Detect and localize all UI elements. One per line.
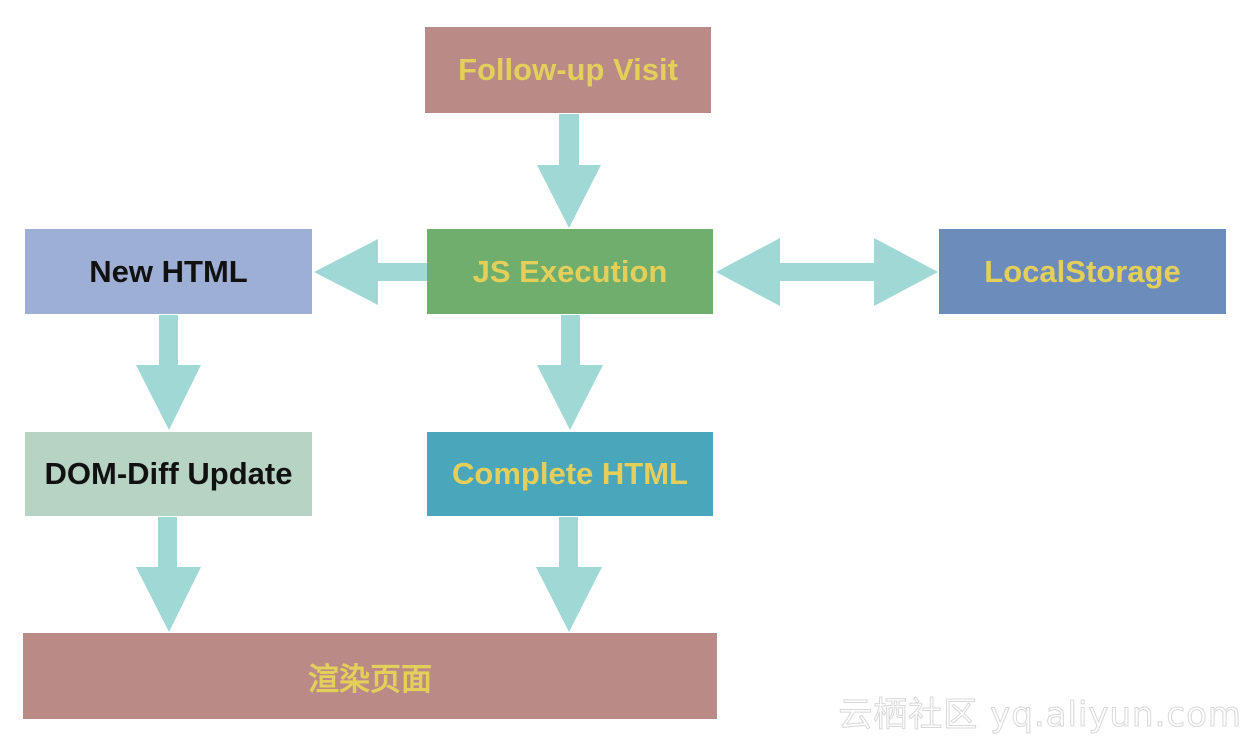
node-dom-diff-update: DOM-Diff Update [25,432,312,516]
arrow-dom-diff-to-render [136,517,201,632]
node-label: New HTML [89,253,248,289]
node-new-html: New HTML [25,229,312,314]
arrow-js-localstorage-bidirectional [716,238,938,306]
node-js-execution: JS Execution [427,229,713,314]
node-render-page: 渲染页面 [23,633,717,719]
watermark: 云栖社区 yq.aliyun.com [838,695,1242,736]
node-label: DOM-Diff Update [44,456,293,491]
node-label: 渲染页面 [308,661,432,697]
arrow-followup-to-js [537,114,601,228]
node-label: LocalStorage [984,253,1181,289]
arrow-new-html-to-dom-diff [136,315,201,430]
arrow-js-to-new-html [314,239,427,305]
node-label: JS Execution [472,253,668,289]
node-label: Follow-up Visit [458,52,678,87]
node-follow-up-visit: Follow-up Visit [425,27,711,113]
node-label: Complete HTML [452,456,688,491]
arrow-complete-html-to-render [536,517,602,632]
node-local-storage: LocalStorage [939,229,1226,314]
node-complete-html: Complete HTML [427,432,713,516]
arrow-js-to-complete-html [537,315,603,430]
